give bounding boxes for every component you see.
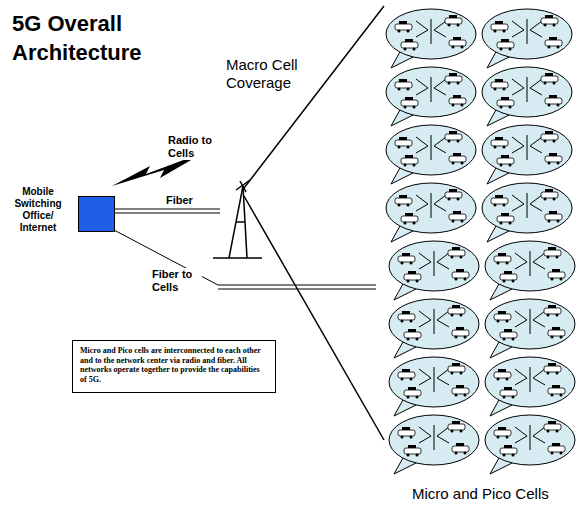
macro-tower xyxy=(213,180,262,258)
link-label: Fiber xyxy=(166,194,193,207)
coverage-label: Macro Cell Coverage xyxy=(226,56,306,92)
micro-cell-icon xyxy=(386,125,476,184)
micro-cell-icon xyxy=(485,357,575,416)
diagram-title: 5G Overall Architecture xyxy=(12,10,162,67)
office-square xyxy=(78,196,115,232)
micro-cell-icon xyxy=(386,183,476,242)
micro-cell-icon xyxy=(485,415,575,474)
micro-cell-icon xyxy=(482,67,572,126)
node-heading: Mobile Switching Office/ Internet xyxy=(3,186,73,234)
link-label: Fiber to Cells xyxy=(152,268,202,294)
micro-cell-icon xyxy=(389,357,479,416)
micro-cell-icon xyxy=(389,299,479,358)
micro-cell-icon xyxy=(386,9,476,68)
cells-label: Micro and Pico Cells xyxy=(412,485,549,503)
micro-cell-icon xyxy=(389,415,479,474)
link-label: Radio to Cells xyxy=(168,134,224,160)
micro-cell-icon xyxy=(389,241,479,300)
fiber-to-tower xyxy=(115,209,220,213)
micro-cell-icon xyxy=(482,183,572,242)
micro-cell-icon xyxy=(482,9,572,68)
micro-cell-icon xyxy=(386,67,476,126)
note-box: Micro and Pico cells are interconnected … xyxy=(72,340,276,393)
micro-cell-icon xyxy=(485,241,575,300)
micro-cell-icon xyxy=(482,125,572,184)
cell-array xyxy=(386,9,575,474)
note-text: Micro and Pico cells are interconnected … xyxy=(80,346,268,384)
micro-cell-icon xyxy=(485,299,575,358)
switching-office: Mobile Switching Office/ Internet xyxy=(3,186,117,242)
